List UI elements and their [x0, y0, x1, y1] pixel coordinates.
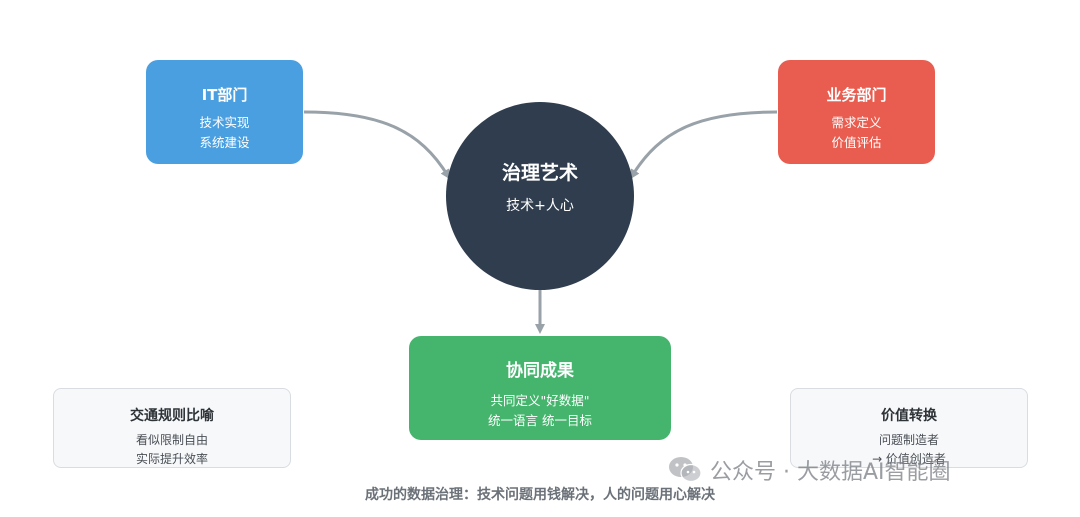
business-department-title: 业务部门 — [826, 86, 887, 104]
result-title: 协同成果 — [506, 361, 574, 381]
arrow-business-to-center — [629, 110, 778, 180]
governance-art-node: 治理艺术 技术+人心 — [446, 102, 634, 290]
traffic-metaphor-line: 看似限制自由 — [135, 433, 208, 447]
it-department-node: IT部门 技术实现 系统建设 — [146, 60, 303, 164]
center-title: 治理艺术 — [501, 162, 578, 184]
center-subtitle: 技术+人心 — [506, 198, 574, 214]
value-shift-line: → 价值创造者 — [872, 452, 946, 466]
business-department-node: 业务部门 需求定义 价值评估 — [778, 60, 935, 164]
watermark-text: 公众号 · 大数据AI智能圈 — [710, 460, 951, 485]
it-department-line: 技术实现 — [199, 115, 250, 130]
value-shift-card: 价值转换 问题制造者 → 价值创造者 — [790, 388, 1028, 468]
business-department-line: 需求定义 — [831, 115, 882, 130]
business-department-line: 价值评估 — [831, 135, 882, 150]
result-line: 共同定义"好数据" — [490, 393, 590, 408]
value-shift-title: 价值转换 — [881, 408, 937, 424]
collaboration-result-node: 协同成果 共同定义"好数据" 统一语言 统一目标 — [409, 336, 671, 440]
value-shift-line: 问题制造者 — [878, 433, 939, 447]
watermark: 公众号 · 大数据AI智能圈 — [668, 454, 951, 486]
wechat-icon — [669, 457, 702, 483]
diagram-caption: 成功的数据治理：技术问题用钱解决，人的问题用心解决 — [365, 487, 715, 503]
traffic-metaphor-title: 交通规则比喻 — [130, 408, 214, 424]
traffic-metaphor-card: 交通规则比喻 看似限制自由 实际提升效率 — [53, 388, 291, 468]
traffic-metaphor-line: 实际提升效率 — [135, 452, 208, 466]
it-department-title: IT部门 — [201, 86, 248, 104]
result-line: 统一语言 统一目标 — [488, 413, 592, 428]
it-department-line: 系统建设 — [199, 135, 250, 150]
arrow-it-to-center — [303, 110, 451, 180]
